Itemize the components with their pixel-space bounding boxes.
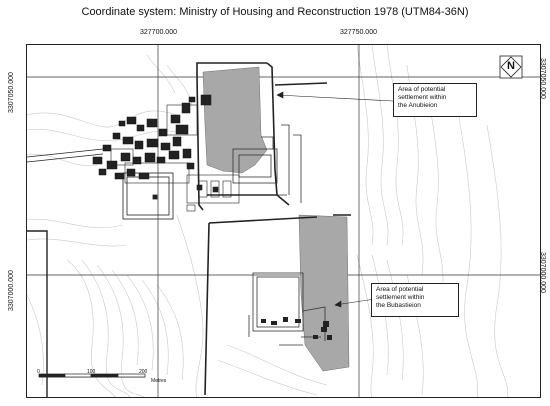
map-canvas xyxy=(27,45,540,397)
bubastieion-structures xyxy=(261,317,332,340)
anubieion-inner-walls xyxy=(232,124,302,203)
bubastieion-annotation-line-3: the Bubastieion xyxy=(376,302,421,309)
northing-label-left-2: 3307000.000 xyxy=(8,270,15,311)
grid-lines xyxy=(27,45,540,397)
north-arrow-label: N xyxy=(507,60,515,72)
northing-label-left-1: 3307050.000 xyxy=(8,72,15,113)
bubastieion-annotation-line-1: Area of potential xyxy=(376,286,424,293)
scale-tick-0: 0 xyxy=(37,369,40,375)
anubieion-annotation-line-2: settlement within xyxy=(398,94,447,101)
contour-lines xyxy=(27,45,508,397)
west-structure-outlines xyxy=(110,104,240,212)
anubieion-annotation-line-3: the Anubieion xyxy=(398,102,438,109)
temple-platform xyxy=(122,172,174,220)
scale-tick-100: 100 xyxy=(87,369,96,375)
bubastieion-enclosure xyxy=(204,214,351,396)
map-title: Coordinate system: Ministry of Housing a… xyxy=(81,6,469,18)
scale-unit: Metres xyxy=(151,378,167,384)
anubieion-annotation: Area of potential settlement within the … xyxy=(393,83,477,117)
west-structure-cluster xyxy=(92,94,212,180)
easting-label-1: 327700.000 xyxy=(140,29,177,36)
north-arrow: N xyxy=(499,55,523,79)
easting-label-2: 327750.000 xyxy=(340,29,377,36)
leader-lines xyxy=(276,91,394,308)
bubastieion-annotation-line-2: settlement within xyxy=(376,294,425,301)
southwest-walls xyxy=(27,230,48,397)
bubastieion-annotation: Area of potential settlement within the … xyxy=(371,283,459,317)
map-frame: Area of potential settlement within the … xyxy=(26,44,541,398)
scale-bar xyxy=(38,373,146,378)
bubastieion-settlement-area xyxy=(298,214,350,372)
anubieion-enclosure xyxy=(196,62,328,211)
north-arrow-icon xyxy=(499,55,523,79)
anubieion-annotation-line-1: Area of potential xyxy=(398,86,446,93)
scale-tick-200: 200 xyxy=(139,369,148,375)
anubieion-settlement-area xyxy=(202,66,268,174)
causeway xyxy=(27,148,104,163)
